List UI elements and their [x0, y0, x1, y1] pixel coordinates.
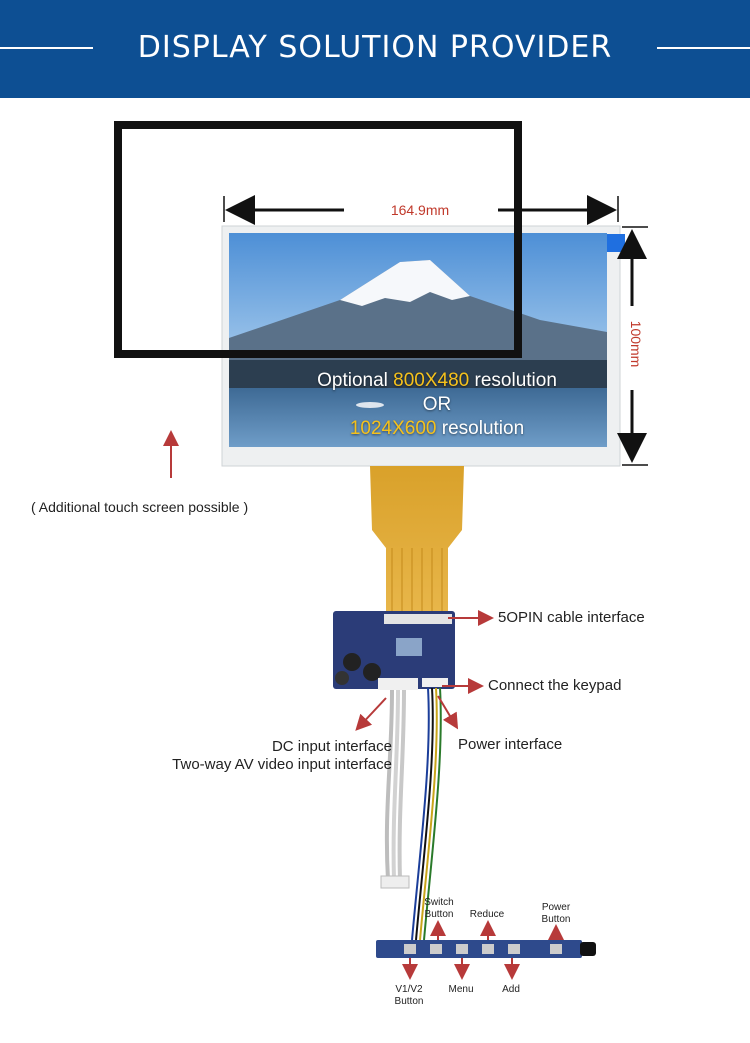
callout-keypad: Connect the keypad [488, 677, 622, 694]
wire-harness [380, 687, 442, 941]
keypad-add-label: Add [502, 984, 520, 995]
keypad-menu-label: Menu [448, 984, 474, 995]
width-dimension [223, 195, 619, 225]
resolution-or: OR [422, 394, 452, 415]
callout-cable: 5OPIN cable interface [498, 609, 645, 626]
resolution-line-2: 1024X600 resolution [229, 418, 645, 440]
fpc-cable [370, 466, 464, 612]
banner-title: DISPLAY SOLUTION PROVIDER [137, 30, 613, 65]
header-banner [0, 0, 750, 98]
resolution-suffix-1: resolution [474, 370, 557, 391]
resolution-prefix: Optional [317, 370, 388, 391]
height-dimension [617, 226, 648, 466]
touch-screen-frame [114, 121, 522, 358]
product-diagram [114, 121, 648, 980]
resolution-800x480: 800X480 [393, 370, 470, 391]
touch-screen-note: ( Additional touch screen possible ) [31, 499, 249, 515]
keypad-switch-label: Switch Button [424, 897, 454, 920]
connector-tab [607, 234, 625, 252]
keypad-reduce-label: Reduce [469, 909, 505, 920]
resolution-line-1: Optional 800X480 resolution [229, 370, 645, 392]
callout-dc: DC input interface [271, 738, 392, 755]
driver-board [333, 611, 455, 690]
keypad-power-label: Power Button [541, 902, 571, 925]
lcd-panel [221, 225, 625, 467]
keypad-v1v2-label: V1/V2 Button [394, 984, 424, 1007]
resolution-1024x600: 1024X600 [349, 418, 437, 439]
callout-av: Two-way AV video input interface [172, 756, 392, 773]
width-label: 164.9mm [390, 202, 450, 218]
resolution-suffix-2: resolution [441, 418, 525, 439]
callout-power: Power interface [458, 736, 563, 753]
keypad-board [376, 940, 596, 958]
banner-line-right [657, 47, 750, 49]
callout-arrows [355, 610, 564, 980]
banner-line-left [0, 47, 93, 49]
